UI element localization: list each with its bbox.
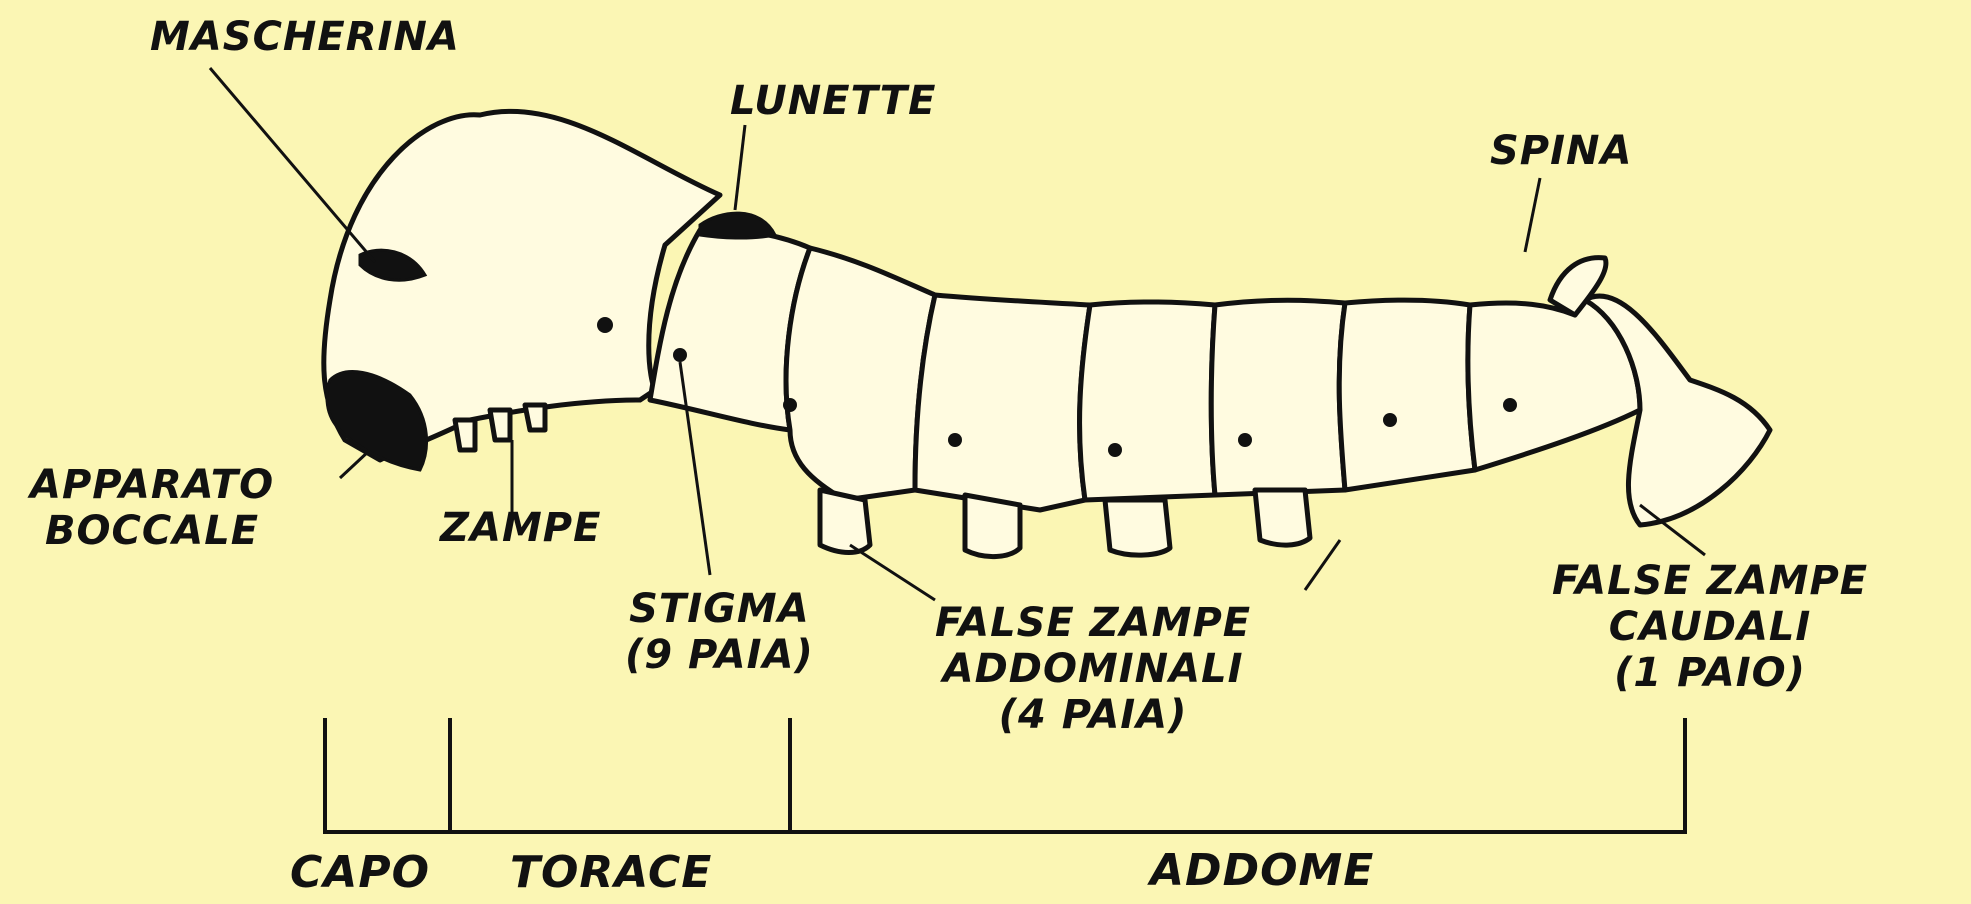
- thoracic-leg: [455, 420, 475, 450]
- label-false-zampe-addominali: FALSE ZAMPE ADDOMINALI (4 PAIA): [935, 600, 1251, 738]
- proleg: [1255, 490, 1310, 545]
- thoracic-leg: [490, 410, 510, 440]
- label-spina: SPINA: [1490, 128, 1632, 174]
- abdomen-segment: [1339, 300, 1475, 490]
- spiracle: [948, 433, 962, 447]
- label-mascherina: MASCHERINA: [150, 14, 460, 60]
- spiracle: [783, 398, 797, 412]
- spina-leader: [1525, 178, 1540, 252]
- section-capo: CAPO: [290, 850, 430, 896]
- label-stigma: STIGMA (9 PAIA): [625, 586, 814, 678]
- spiracle: [1503, 398, 1517, 412]
- lunette-mark: [700, 213, 775, 238]
- proleg: [965, 495, 1020, 557]
- spiracle: [1108, 443, 1122, 457]
- spiracle: [673, 348, 687, 362]
- thorax-segment: [786, 248, 935, 500]
- lunette-leader: [735, 125, 745, 210]
- mascherina-leader: [210, 68, 375, 262]
- label-apparato-boccale: APPARATO BOCCALE: [30, 462, 274, 554]
- spiracle: [1383, 413, 1397, 427]
- apparato-leader: [340, 450, 370, 478]
- section-torace: TORACE: [510, 850, 712, 896]
- section-addome: ADDOME: [1150, 848, 1374, 894]
- false-addominali-leader-a: [850, 545, 935, 600]
- label-false-zampe-caudali: FALSE ZAMPE CAUDALI (1 PAIO): [1552, 558, 1868, 696]
- spiracle: [597, 317, 613, 333]
- abdomen-segment: [915, 295, 1090, 510]
- thoracic-leg: [525, 405, 545, 430]
- abdomen-segment: [1080, 302, 1215, 500]
- proleg: [1105, 500, 1170, 555]
- abdomen-segment: [1211, 300, 1345, 495]
- spiracle: [1238, 433, 1252, 447]
- label-zampe: ZAMPE: [440, 505, 601, 551]
- proleg: [820, 490, 870, 553]
- label-lunette: LUNETTE: [730, 78, 936, 124]
- false-addominali-leader-b: [1305, 540, 1340, 590]
